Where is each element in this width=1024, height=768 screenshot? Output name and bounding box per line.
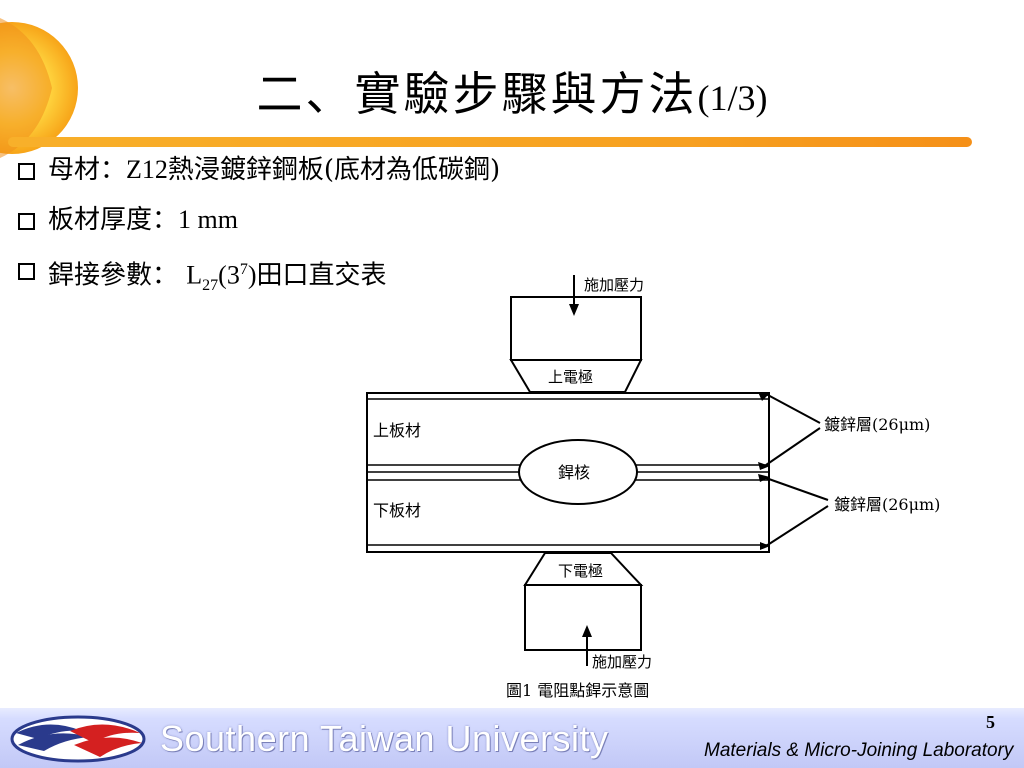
orthogonal-array-letter: L [186,260,203,290]
page-number: 5 [986,712,995,732]
orthogonal-array-subscript: 27 [202,276,219,294]
upper-electrode-label: 上電極 [548,368,593,386]
laboratory-name: Materials & Micro-Joining Laboratory [704,740,1014,761]
coating-leader-bottom-a [765,477,829,501]
coating-label-bottom: 鍍鋅層(26μm) [834,495,940,514]
bullet-label: 板材厚度： [48,205,179,235]
coating-leader-top-b [765,427,821,466]
bullet-base-material: 母材：Z12熱浸鍍鋅鋼板(底材為低碳鋼) [18,150,500,200]
bullet-label: 銲接參數： [48,260,179,291]
bullet-welding-parameters: 銲接參數： L27(37)田口直交表 [18,250,500,300]
coating-leader-bottom-b [765,505,829,547]
leader-arrowhead-icon [758,392,770,401]
title-main: 二、實驗步驟與方法 [256,67,698,121]
force-arrow-down-icon [569,304,579,316]
title-page-part: (1/3) [697,78,768,118]
figure-caption: 圖1 電阻點銲示意圖 [506,681,649,700]
footer-bar [0,708,1024,768]
bullet-value: 1 mm [178,205,238,234]
bullet-value: Z12 [126,155,168,184]
lower-electrode-body [524,584,642,651]
coating-leader-top-a [765,393,821,424]
square-bullet-icon [18,163,35,180]
bullet-rest: 熱浸鍍鋅鋼板(底材為低碳鋼) [167,155,501,185]
leader-arrowhead-icon [758,474,770,482]
leader-arrowhead-icon [758,462,770,470]
university-logo [10,715,146,763]
force-label-top: 施加壓力 [584,276,644,294]
university-name: Southern Taiwan University [160,718,609,759]
bullet-rest: 田口直交表 [256,260,387,291]
slide-decoration [0,18,972,158]
square-bullet-icon [18,263,35,280]
weld-nugget [518,439,638,505]
orthogonal-array-base: (3 [218,260,240,290]
bullet-sheet-thickness: 板材厚度：1 mm [18,200,500,250]
title-underline-bar [8,137,972,147]
bullet-label: 母材： [48,155,127,185]
force-arrow-up-icon [582,625,592,637]
square-bullet-icon [18,213,35,230]
spot-welding-diagram: 施加壓力 上電極 上板材 銲核 下板材 下電極 施加壓力 鍍鋅層(26μm) 鍍… [366,275,940,700]
orange-crescent-decoration [0,18,52,158]
upper-sheet-label: 上板材 [373,421,421,440]
force-label-bottom: 施加壓力 [592,653,652,671]
slide-title: 二、實驗步驟與方法(1/3) [0,58,1024,124]
nugget-label: 銲核 [558,463,590,482]
lower-electrode-label: 下電極 [558,562,603,580]
bullet-list: 母材：Z12熱浸鍍鋅鋼板(底材為低碳鋼) 板材厚度：1 mm 銲接參數： L27… [18,150,500,300]
orthogonal-array-exponent: 7 [239,261,248,278]
leader-arrowhead-icon [760,542,770,550]
lower-sheet-label: 下板材 [373,501,421,520]
orthogonal-array-close: ) [247,260,257,290]
coating-label-top: 鍍鋅層(26μm) [824,415,930,434]
